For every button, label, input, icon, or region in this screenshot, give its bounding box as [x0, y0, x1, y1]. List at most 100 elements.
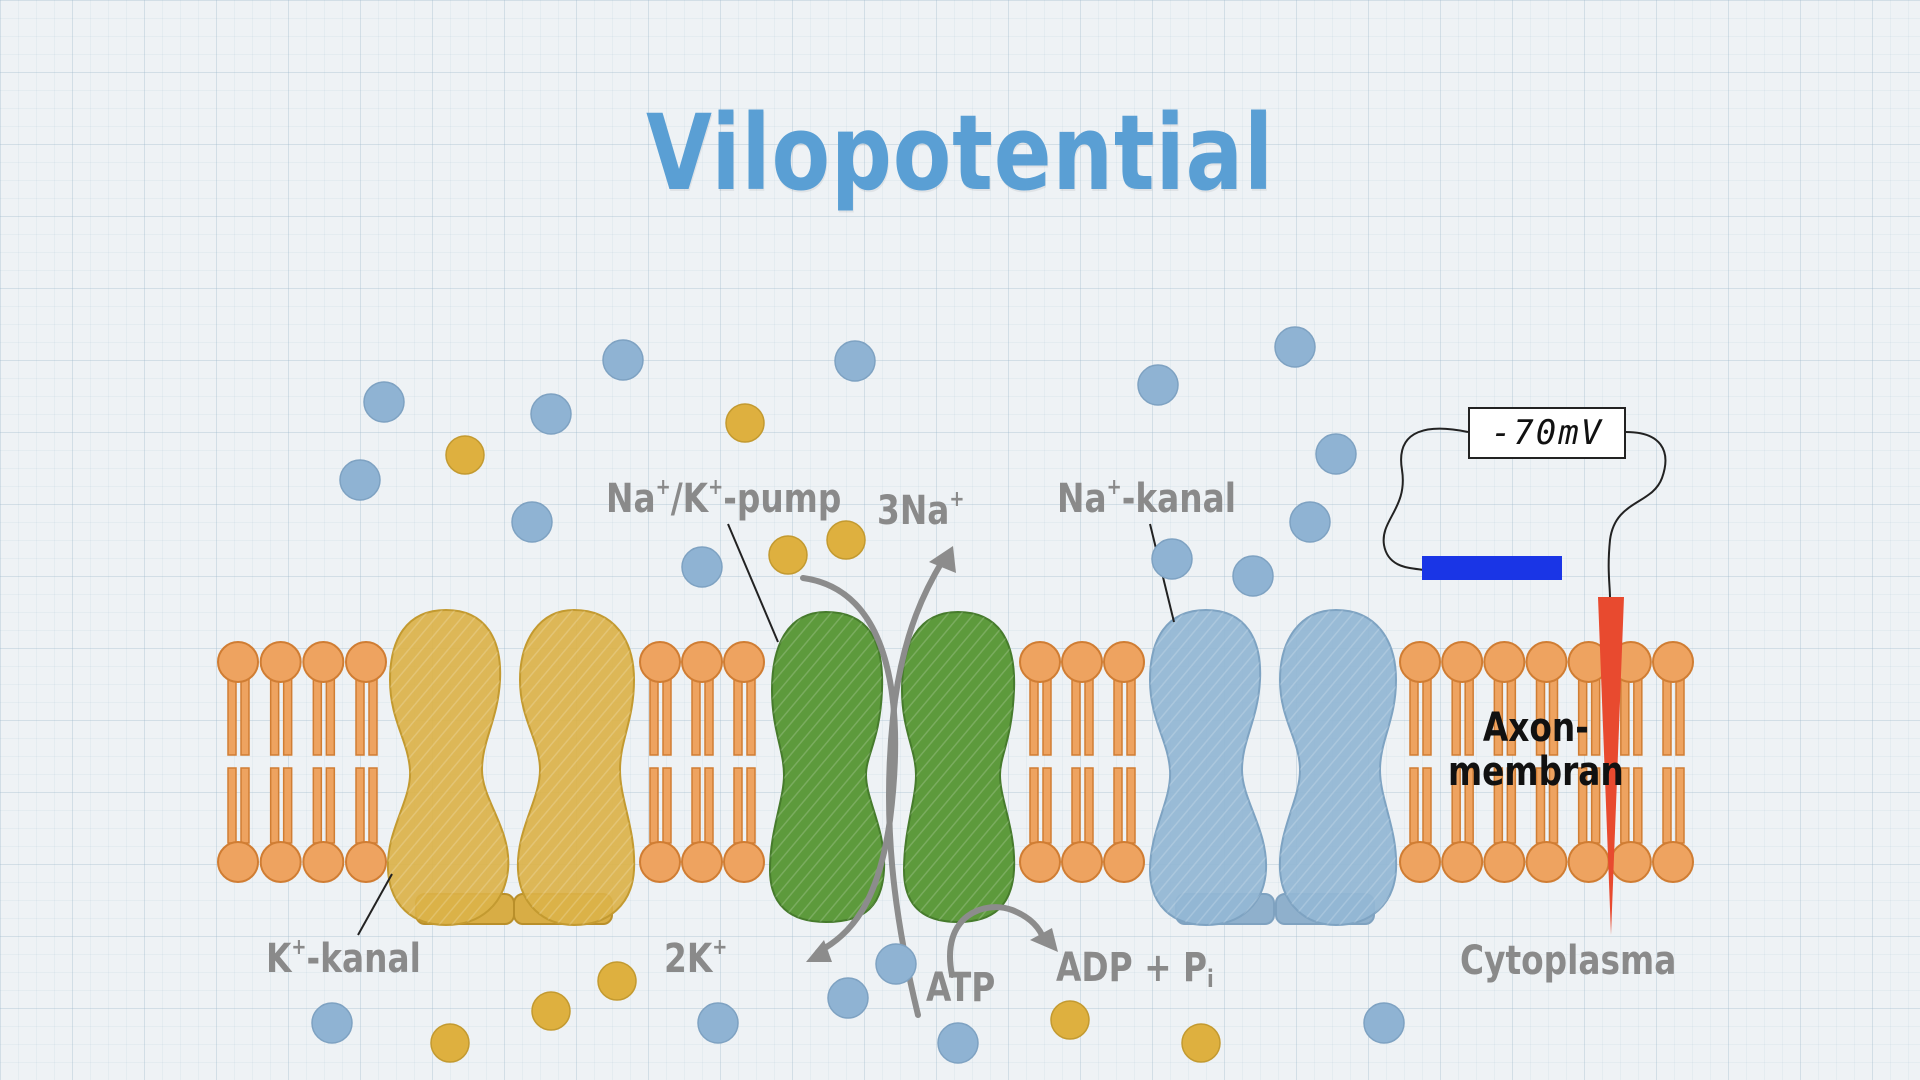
- na-channel-label-end: -kanal: [1121, 476, 1236, 522]
- lipid-tail: [1126, 767, 1136, 844]
- lipid-head: [302, 641, 345, 683]
- lipid-head: [1483, 841, 1526, 883]
- lipid-tail: [733, 675, 743, 756]
- lipid-head: [1103, 641, 1145, 683]
- lipid-tail: [1084, 675, 1094, 756]
- lipid-tail: [1071, 675, 1081, 756]
- lipid-tail: [1042, 675, 1052, 756]
- lipid-head: [1483, 641, 1526, 683]
- lipid-head: [1061, 641, 1103, 683]
- k-channel: [386, 608, 636, 927]
- lipid-tail: [733, 767, 743, 844]
- lipid-tail: [746, 675, 756, 756]
- k-ion: [430, 1023, 470, 1063]
- pump-label-sup1: +: [655, 475, 671, 500]
- label-2k: 2K+: [664, 935, 727, 982]
- page-title: Vilopotential: [646, 92, 1274, 214]
- lipid-tail: [1084, 767, 1094, 844]
- label-na-k-pump: Na+/K+-pump: [606, 475, 841, 522]
- k-ion: [1050, 1000, 1090, 1040]
- k-ion: [1181, 1023, 1221, 1063]
- lipid-tail: [282, 675, 293, 756]
- axon-label-line1: Axon-: [1482, 705, 1589, 751]
- na-ion: [511, 501, 553, 543]
- lipid-tail: [1422, 675, 1432, 756]
- na-ion: [875, 943, 917, 985]
- na-export-arrowhead: [929, 546, 956, 573]
- k-import-arrow: [800, 575, 899, 955]
- lipid-tail: [1113, 675, 1123, 756]
- lipid-tail: [227, 675, 237, 756]
- lipid-head: [1061, 841, 1103, 883]
- pump-label-part2: /K: [670, 476, 709, 522]
- ions: [311, 326, 1405, 1064]
- k-channel-label-text: K: [266, 936, 292, 982]
- lipid-head: [639, 641, 681, 683]
- na-ion: [339, 459, 381, 501]
- lipid-head: [259, 841, 302, 883]
- reference-electrode: [1422, 556, 1562, 580]
- lipid-head: [1609, 841, 1652, 883]
- lipid-tail: [1042, 767, 1052, 844]
- lipid-head: [217, 641, 259, 683]
- lipid-head: [723, 841, 765, 883]
- lipid-tail: [1029, 675, 1039, 756]
- k-channel-label-end: -kanal: [306, 936, 421, 982]
- na-ion: [1363, 1002, 1405, 1044]
- lipid-tail: [368, 675, 378, 756]
- pump-label-part3: -pump: [723, 476, 842, 522]
- voltmeter-wires: [1382, 427, 1667, 599]
- lipid-tail: [282, 767, 293, 844]
- na-ion: [834, 340, 876, 382]
- label-cytoplasma: Cytoplasma: [1460, 938, 1677, 984]
- lipid-head: [1567, 841, 1610, 883]
- label-3na-text: 3Na: [877, 488, 950, 534]
- lipid-tail: [325, 767, 336, 844]
- lipid-tail: [691, 767, 701, 844]
- lipid-tail: [662, 675, 672, 756]
- label-3na-sup: +: [949, 487, 965, 512]
- na-export-arrow: [885, 557, 946, 1018]
- electrode-wire: [1607, 431, 1667, 599]
- lipid-tail: [662, 767, 672, 844]
- na-ion: [602, 339, 644, 381]
- na-ion: [697, 1002, 739, 1044]
- lipid-head: [1399, 841, 1441, 883]
- lipid-tail: [1126, 675, 1136, 756]
- lipid-head: [1019, 841, 1061, 883]
- lipid-tail: [1633, 767, 1643, 844]
- atp-arrow: [947, 904, 1047, 978]
- pump-leader-line: [727, 523, 779, 643]
- label-adp-pi: ADP + Pi: [1056, 945, 1214, 993]
- axon-label-line2: membran: [1448, 749, 1624, 795]
- lipid-tail: [1113, 767, 1123, 844]
- na-ion: [1137, 364, 1179, 406]
- lipid-tail: [704, 767, 714, 844]
- na-ion: [1274, 326, 1316, 368]
- lipid-head: [1652, 641, 1694, 683]
- lipid-tail: [269, 767, 280, 844]
- lipid-tail: [649, 675, 659, 756]
- lipid-head: [681, 641, 723, 683]
- lipid-tail: [312, 675, 323, 756]
- lipid-tail: [704, 675, 714, 756]
- lipid-bilayer: [217, 641, 1694, 883]
- arrow-heads: [806, 546, 1058, 962]
- lipid-head: [345, 641, 387, 683]
- lipid-tail: [368, 767, 378, 844]
- k-ion: [768, 535, 808, 575]
- lipid-head: [302, 841, 345, 883]
- na-ion: [1289, 501, 1331, 543]
- lipid-tail: [355, 675, 365, 756]
- lipid-head: [1525, 841, 1568, 883]
- lipid-tail: [355, 767, 365, 844]
- lipid-tail: [1409, 767, 1419, 844]
- lipid-tail: [1071, 767, 1081, 844]
- adp-arrowhead: [1030, 928, 1058, 952]
- lipid-head: [1103, 841, 1145, 883]
- label-na-channel: Na+-kanal: [1057, 475, 1236, 522]
- lipid-tail: [1029, 767, 1039, 844]
- transport-arrows: [800, 557, 1047, 1018]
- lipid-tail: [691, 675, 701, 756]
- lipid-tail: [1675, 675, 1685, 756]
